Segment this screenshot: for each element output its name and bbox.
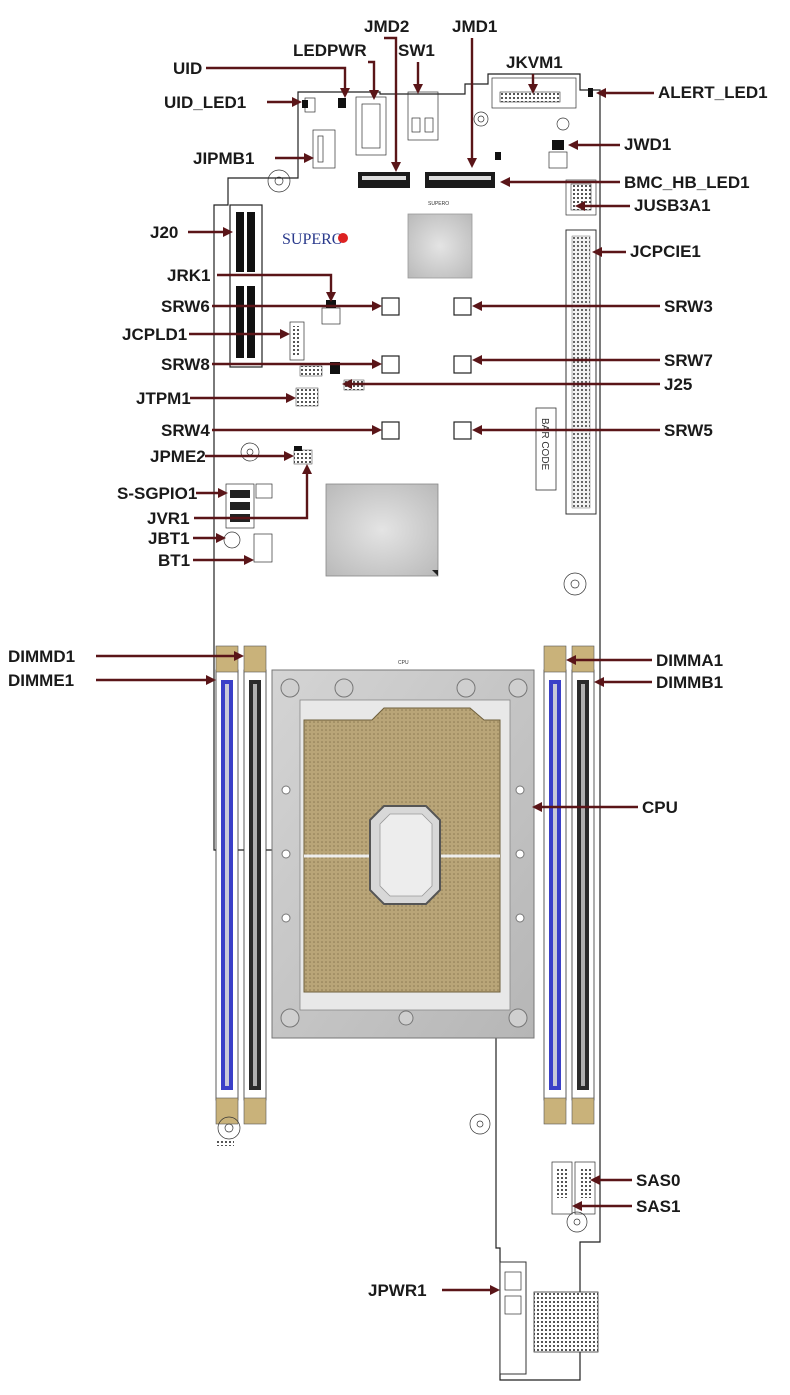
barcode-box: BAR CODE [535,407,557,491]
label-jcpld1: JCPLD1 [122,325,187,344]
label-bt1: BT1 [158,551,190,570]
label-dimme1: DIMME1 [8,671,74,690]
jpwr1-connector [499,1261,599,1375]
label-jtpm1: JTPM1 [136,389,191,408]
label-alert-led1: ALERT_LED1 [658,83,768,102]
label-dimma1: DIMMA1 [656,651,723,670]
label-s-sgpio1: S-SGPIO1 [117,484,197,503]
label-j25: J25 [664,375,692,394]
label-j20: J20 [150,223,178,242]
label-jipmb1: JIPMB1 [193,149,254,168]
label-uid: UID [173,59,202,78]
label-srw5: SRW5 [664,421,713,440]
svg-text:CPU: CPU [398,660,409,666]
label-srw8: SRW8 [161,355,210,374]
label-srw4: SRW4 [161,421,210,440]
label-jkvm1: JKVM1 [506,53,563,72]
label-jmd2: JMD2 [364,17,409,36]
label-dimmd1: DIMMD1 [8,647,75,666]
label-sas0: SAS0 [636,1171,680,1190]
label-jusb3a1: JUSB3A1 [634,196,711,215]
label-jpwr1: JPWR1 [368,1281,427,1300]
label-srw3: SRW3 [664,297,713,316]
label-bmc-hb-led1: BMC_HB_LED1 [624,173,750,192]
svg-text:BAR CODE: BAR CODE [539,418,550,471]
dimm-slots-right [543,645,595,1125]
label-jbt1: JBT1 [148,529,190,548]
label-ledpwr: LEDPWR [293,41,367,60]
svg-text:SUPERO: SUPERO [428,201,449,207]
label-jvr1: JVR1 [147,509,190,528]
jcpcie1-connector [565,229,597,515]
pch-chip [325,483,439,577]
brand-logo: SUPERO [282,231,348,248]
sas-connectors [551,1161,596,1215]
label-uid-led1: UID_LED1 [164,93,246,112]
label-sw1: SW1 [398,41,435,60]
label-sas1: SAS1 [636,1197,680,1216]
label-jrk1: JRK1 [167,266,210,285]
label-jpme2: JPME2 [150,447,206,466]
svg-text:SUPERO: SUPERO [282,231,343,248]
label-cpu: CPU [642,798,678,817]
label-jcpcie1: JCPCIE1 [630,242,701,261]
callouts: JMD2 JMD1 SW1 JKVM1 UID LEDPWR UID_LED1 … [8,17,768,1300]
j20-riser-slot [229,204,263,368]
label-srw7: SRW7 [664,351,713,370]
dimm-slots-left [215,645,267,1125]
m2-standoffs [381,297,472,440]
label-jmd1: JMD1 [452,17,497,36]
label-srw6: SRW6 [161,297,210,316]
label-jwd1: JWD1 [624,135,671,154]
cpu-socket: CPU [271,660,535,1039]
board-outline [213,73,601,1381]
top-components: SUPERO [267,77,597,279]
label-dimmb1: DIMMB1 [656,673,723,692]
